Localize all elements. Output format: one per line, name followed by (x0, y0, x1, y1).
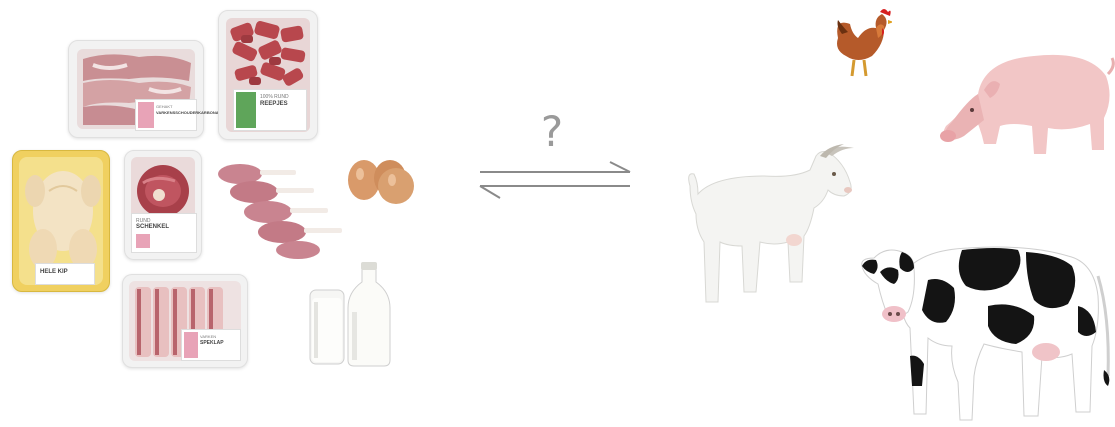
beef-strips-package: 100% RUND REEPJES (218, 10, 318, 140)
eggs-image (342, 156, 422, 208)
beef-shank-package: RUND SCHENKEL (124, 150, 202, 260)
goat-icon (684, 142, 864, 308)
label-color-block (138, 102, 154, 128)
equilibrium-arrows-icon (476, 160, 636, 210)
package-brand: GEHAKT (156, 104, 172, 109)
package-label: 100% RUND REEPJES (233, 89, 307, 131)
cow-icon (858, 236, 1115, 426)
pig-icon (938, 40, 1115, 160)
food-products-group: GEHAKT VARKENSSCHOUDERKARBONADE (0, 0, 440, 427)
package-name: VARKENSSCHOUDERKARBONADE (156, 110, 224, 115)
package-label: VARKEN SPEKLAP (181, 329, 241, 361)
animals-group (660, 0, 1115, 427)
milk-image (304, 262, 404, 372)
package-name: REEPJES (260, 101, 288, 107)
lamb-chops-image (210, 152, 350, 262)
package-label: RUND SCHENKEL (131, 213, 197, 253)
package-name: SPEKLAP (200, 340, 224, 346)
package-brand: 100% RUND (260, 94, 289, 100)
package-name: SCHENKEL (136, 224, 169, 230)
package-label: GEHAKT VARKENSSCHOUDERKARBONADE (135, 99, 197, 131)
package-name: HELE KIP (40, 269, 68, 275)
label-color-block (236, 92, 256, 128)
question-mark: ? (537, 108, 567, 156)
label-color-block (136, 234, 150, 248)
chicken-icon (828, 4, 892, 80)
pork-chops-package: GEHAKT VARKENSSCHOUDERKARBONADE (68, 40, 204, 138)
whole-chicken-package: HELE KIP (12, 150, 110, 292)
pork-belly-package: VARKEN SPEKLAP (122, 274, 248, 368)
label-color-block (184, 332, 198, 358)
package-brand: VARKEN (200, 334, 216, 339)
package-label: HELE KIP (35, 263, 95, 285)
